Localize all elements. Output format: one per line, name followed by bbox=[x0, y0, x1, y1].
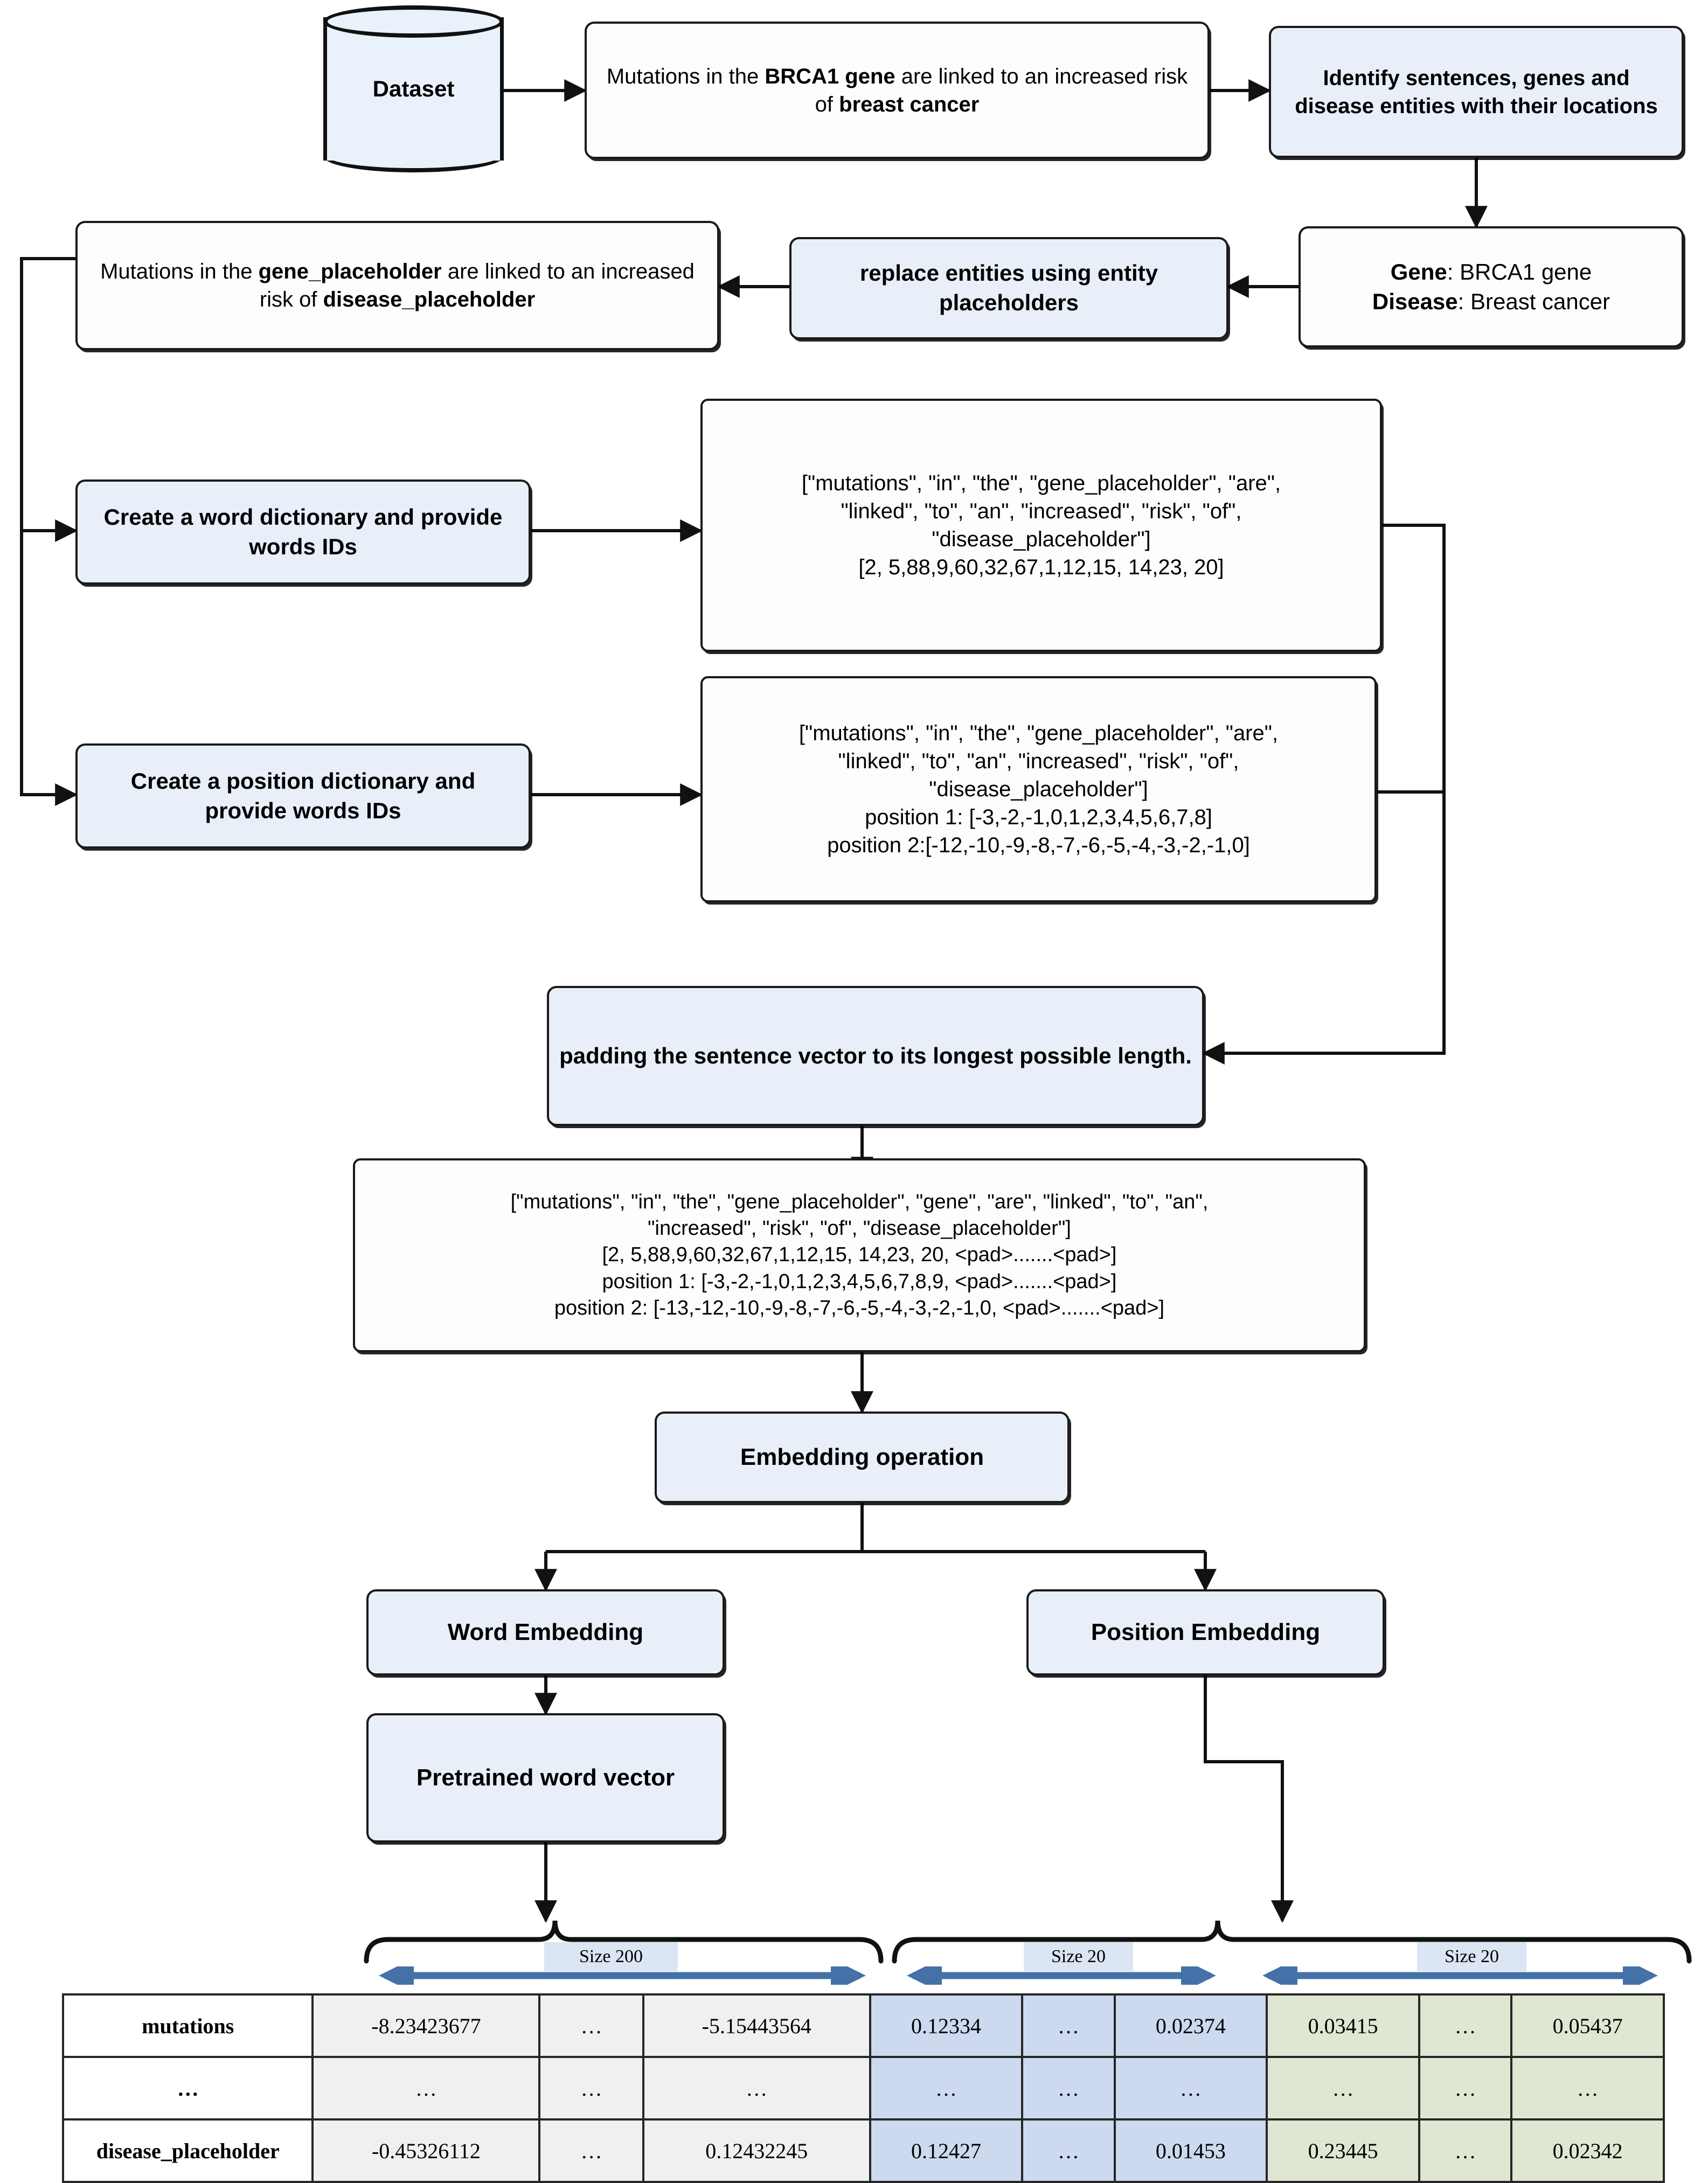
matrix-cell: 0.05437 bbox=[1510, 1993, 1665, 2058]
size-200-arrow bbox=[372, 1966, 873, 1985]
matrix-cell: -0.45326112 bbox=[311, 2118, 541, 2183]
cylinder-top bbox=[323, 5, 504, 38]
matrix-cell: -5.15443564 bbox=[642, 1993, 871, 2058]
padded-vector-text: ["mutations", "in", "the", "gene_placeho… bbox=[510, 1190, 1209, 1320]
matrix-cell: … bbox=[311, 2056, 541, 2121]
pretrained-word-vector-label: Pretrained word vector bbox=[416, 1764, 675, 1791]
matrix-cell: … bbox=[1418, 2118, 1513, 2183]
matrix-row: ………………………… bbox=[61, 2056, 1665, 2121]
word-ids-text: ["mutations", "in", "the", "gene_placeho… bbox=[801, 471, 1281, 579]
word-dictionary-label: Create a word dictionary and provide wor… bbox=[103, 504, 503, 559]
position-dictionary-box: Create a position dictionary and provide… bbox=[75, 743, 531, 849]
identify-entities-label: Identify sentences, genes and disease en… bbox=[1295, 66, 1658, 118]
matrix-cell: … bbox=[1418, 2056, 1513, 2121]
cylinder-body bbox=[323, 17, 504, 161]
matrix-cell: 0.02374 bbox=[1113, 1993, 1268, 2058]
entities-text: Gene: BRCA1 gene Disease: Breast cancer bbox=[1310, 258, 1672, 316]
matrix-cell: … bbox=[538, 1993, 644, 2058]
padded-vector-box: ["mutations", "in", "the", "gene_placeho… bbox=[353, 1158, 1366, 1352]
matrix-cell: … bbox=[1418, 1993, 1513, 2058]
padding-box: padding the sentence vector to its longe… bbox=[547, 986, 1204, 1126]
position-ids-text: ["mutations", "in", "the", "gene_placeho… bbox=[799, 721, 1279, 857]
matrix-cell: … bbox=[1021, 1993, 1116, 2058]
size-20-pos2-arrow bbox=[1255, 1966, 1665, 1985]
matrix-cell: 0.23445 bbox=[1266, 2118, 1421, 2183]
matrix-cell: … bbox=[869, 2056, 1024, 2121]
replace-entities-label: replace entities using entity placeholde… bbox=[859, 260, 1158, 315]
matrix-cell: 0.02342 bbox=[1510, 2118, 1665, 2183]
size-label-1: Size 20 bbox=[1024, 1942, 1133, 1971]
word-ids-box: ["mutations", "in", "the", "gene_placeho… bbox=[700, 399, 1382, 652]
identify-entities-box: Identify sentences, genes and disease en… bbox=[1269, 26, 1684, 158]
size-label-2: Size 20 bbox=[1417, 1942, 1526, 1971]
matrix-cell: … bbox=[1113, 2056, 1268, 2121]
position-embedding-box: Position Embedding bbox=[1026, 1589, 1385, 1676]
raw-sentence-text: Mutations in the BRCA1 gene are linked t… bbox=[606, 64, 1188, 116]
embedding-operation-box: Embedding operation bbox=[655, 1412, 1070, 1503]
matrix-cell: … bbox=[538, 2056, 644, 2121]
matrix-row-label: disease_placeholder bbox=[61, 2118, 314, 2183]
dataset-label: Dataset bbox=[372, 76, 455, 101]
matrix-cell: … bbox=[1021, 2118, 1116, 2183]
padding-label: padding the sentence vector to its longe… bbox=[559, 1042, 1192, 1068]
size-label-0: Size 200 bbox=[544, 1942, 678, 1971]
matrix-cell: -8.23423677 bbox=[311, 1993, 541, 2058]
pretrained-word-vector-box: Pretrained word vector bbox=[366, 1713, 725, 1843]
replace-entities-box: replace entities using entity placeholde… bbox=[789, 237, 1228, 339]
placeholder-sentence-box: Mutations in the gene_placeholder are li… bbox=[75, 221, 719, 350]
matrix-row-label: mutations bbox=[61, 1993, 314, 2058]
dataset-cylinder: Dataset bbox=[323, 5, 504, 172]
matrix-cell: 0.03415 bbox=[1266, 1993, 1421, 2058]
matrix-cell: 0.12432245 bbox=[642, 2118, 871, 2183]
position-embedding-label: Position Embedding bbox=[1091, 1619, 1321, 1646]
word-dictionary-box: Create a word dictionary and provide wor… bbox=[75, 479, 531, 585]
matrix-cell: … bbox=[1510, 2056, 1665, 2121]
matrix-cell: … bbox=[642, 2056, 871, 2121]
matrix-cell: … bbox=[538, 2118, 644, 2183]
entities-box: Gene: BRCA1 gene Disease: Breast cancer bbox=[1299, 226, 1684, 347]
size-20-pos1-arrow bbox=[900, 1966, 1223, 1985]
matrix-row: disease_placeholder-0.45326112…0.1243224… bbox=[61, 2118, 1665, 2183]
word-embedding-box: Word Embedding bbox=[366, 1589, 725, 1676]
matrix-cell: … bbox=[1021, 2056, 1116, 2121]
matrix-cell: … bbox=[1266, 2056, 1421, 2121]
word-embedding-label: Word Embedding bbox=[447, 1619, 644, 1646]
disease-key: Disease bbox=[1372, 288, 1458, 314]
position-dictionary-label: Create a position dictionary and provide… bbox=[130, 768, 476, 823]
raw-sentence-box: Mutations in the BRCA1 gene are linked t… bbox=[585, 22, 1210, 159]
embedding-operation-label: Embedding operation bbox=[740, 1444, 984, 1471]
disease-value: : Breast cancer bbox=[1457, 288, 1610, 314]
matrix-row-label: … bbox=[61, 2056, 314, 2121]
placeholder-sentence-text: Mutations in the gene_placeholder are li… bbox=[100, 260, 695, 311]
matrix-cell: 0.12334 bbox=[869, 1993, 1024, 2058]
gene-key: Gene bbox=[1390, 259, 1447, 284]
matrix-cell: 0.12427 bbox=[869, 2118, 1024, 2183]
position-ids-box: ["mutations", "in", "the", "gene_placeho… bbox=[700, 676, 1377, 902]
matrix-cell: 0.01453 bbox=[1113, 2118, 1268, 2183]
gene-value: : BRCA1 gene bbox=[1447, 259, 1592, 284]
